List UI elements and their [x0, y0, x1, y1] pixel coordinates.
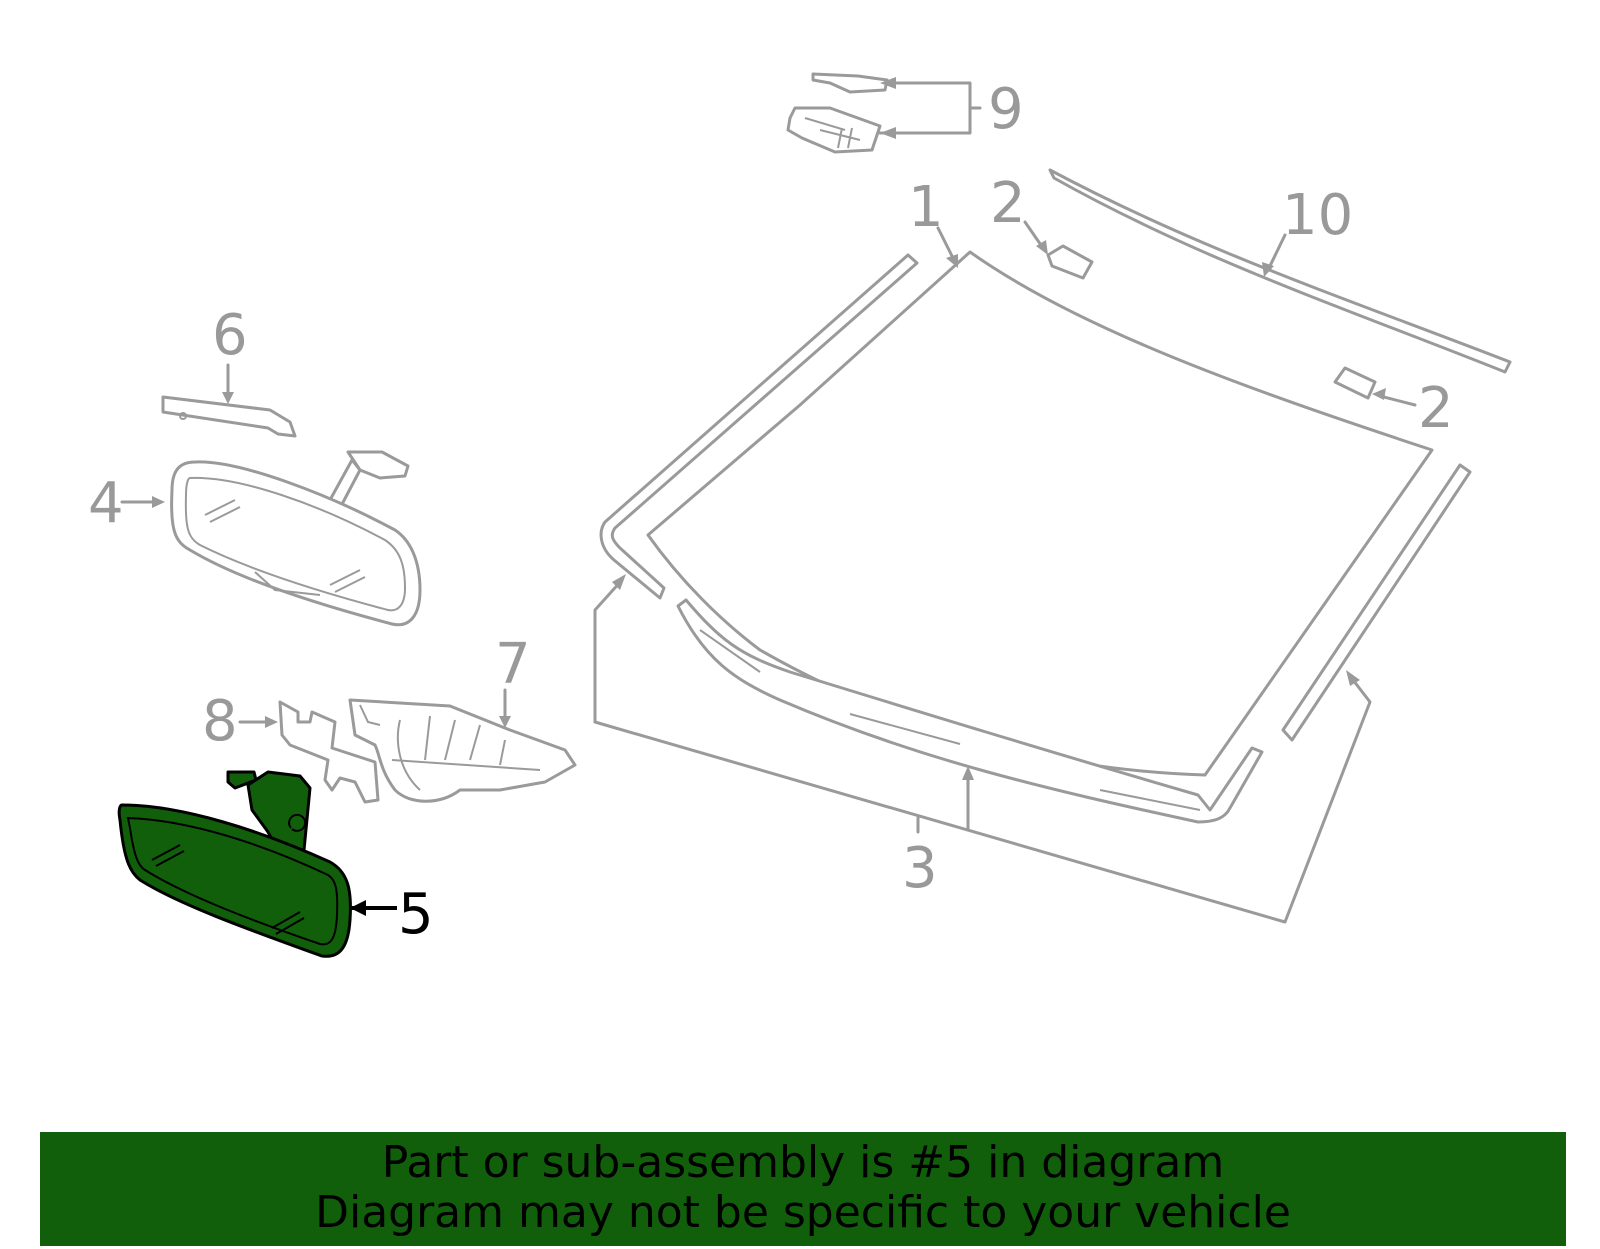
callout-6: 6	[212, 303, 248, 368]
part-9-clips	[786, 72, 982, 154]
callout-2-right: 2	[1418, 376, 1454, 441]
part-8-bracket	[238, 700, 380, 804]
callout-8: 8	[202, 689, 238, 754]
banner-line-part: Part or sub-assembly is #5 in diagram	[381, 1137, 1225, 1188]
callout-1: 1	[908, 175, 944, 240]
part-5-mirror-highlighted	[117, 770, 397, 958]
part-2-pads	[1023, 220, 1417, 407]
info-banner: Part or sub-assembly is #5 in diagram Di…	[40, 1132, 1566, 1246]
part-4-mirror	[120, 450, 422, 627]
callout-7: 7	[495, 632, 531, 697]
callout-10: 10	[1282, 183, 1353, 248]
banner-line-disclaimer: Diagram may not be specific to your vehi…	[315, 1187, 1291, 1238]
callout-9: 9	[988, 77, 1024, 142]
part-7-cover	[348, 688, 577, 803]
callout-5: 5	[398, 882, 434, 947]
callout-4: 4	[88, 471, 124, 536]
part-10-upper-molding	[1048, 168, 1512, 374]
part-6-bracket	[161, 363, 297, 438]
part-1-windshield	[646, 226, 1434, 777]
callout-2-top: 2	[990, 171, 1026, 236]
callout-3: 3	[902, 836, 938, 901]
part-3-moldings	[593, 253, 1472, 924]
